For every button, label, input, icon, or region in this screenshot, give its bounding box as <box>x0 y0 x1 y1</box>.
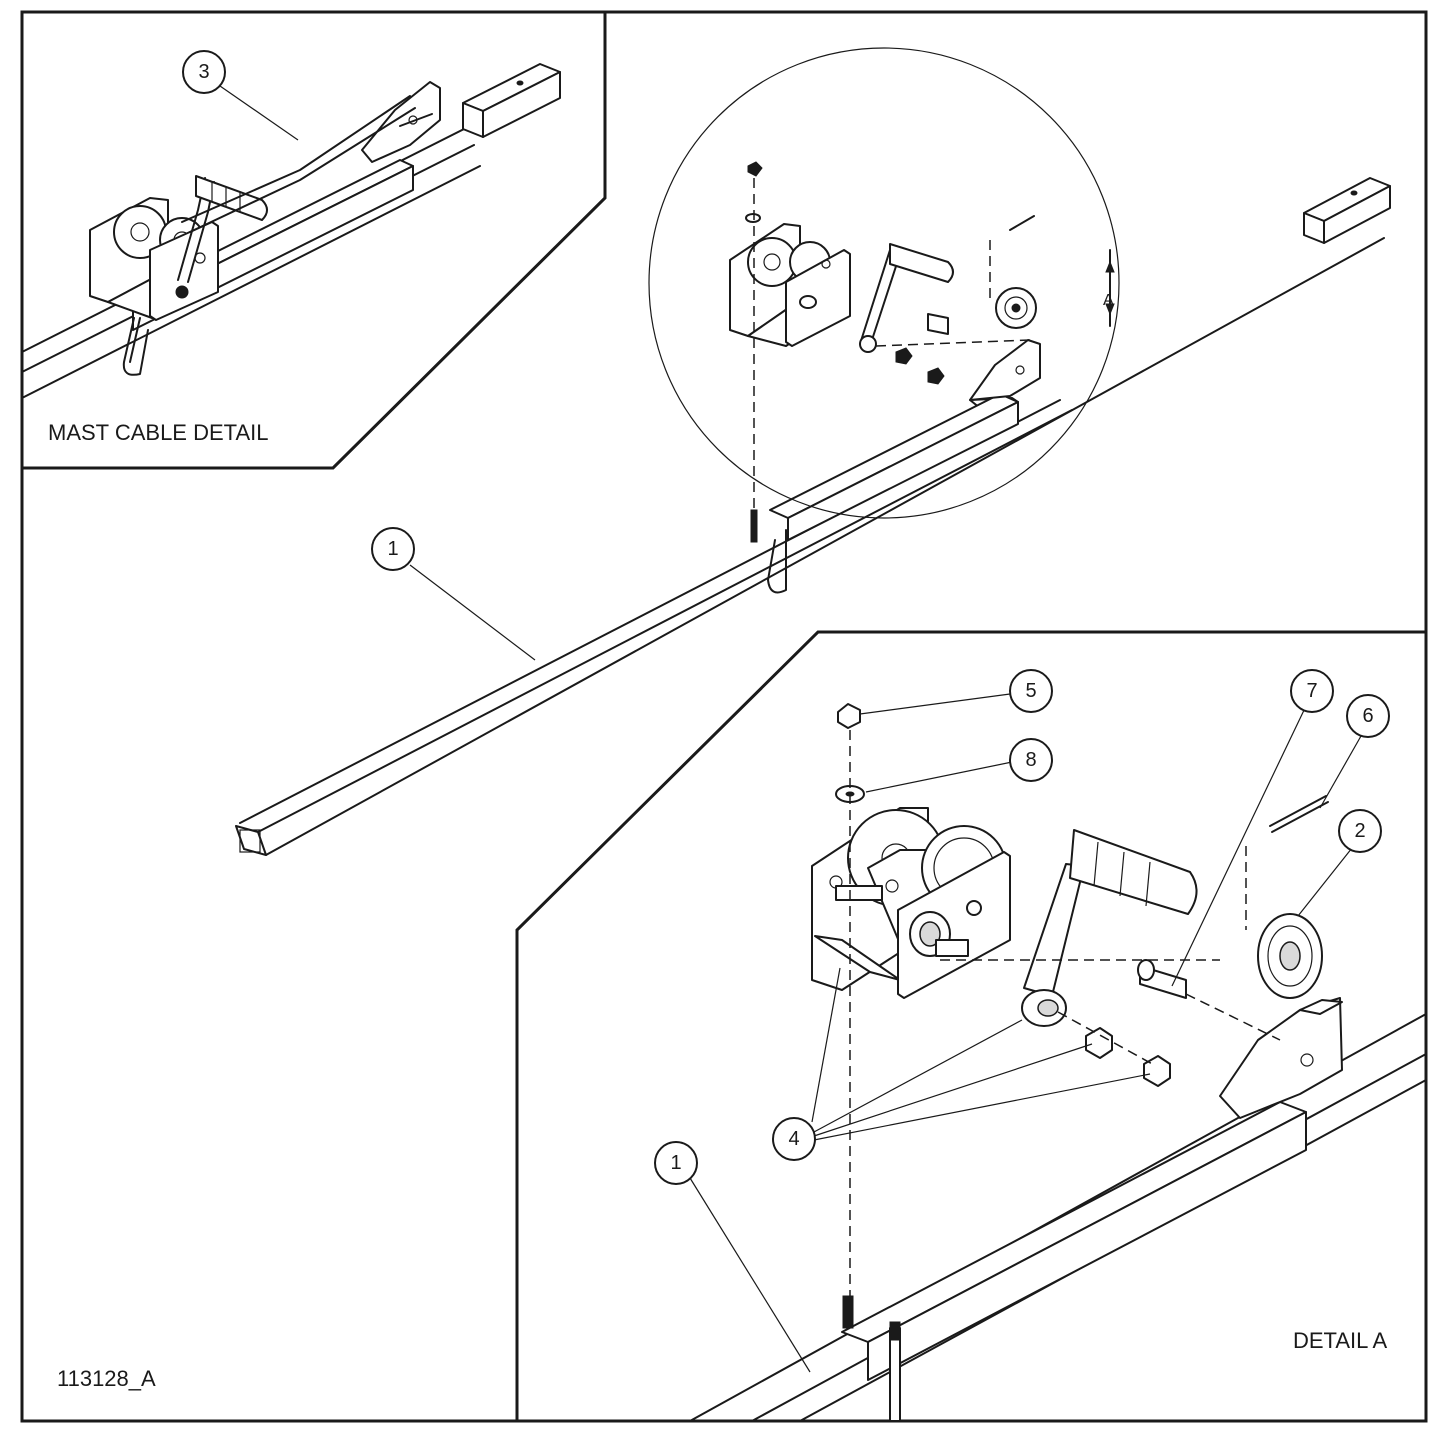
callout-2-number: 2 <box>1354 820 1365 842</box>
detail-a-circle <box>648 47 1120 519</box>
callout-7-bubble <box>1290 669 1334 713</box>
callout-3: 3 <box>182 50 299 141</box>
mast-cable-detail-view: MAST CABLE DETAIL <box>21 63 561 445</box>
mast-cable-detail-panel-border <box>22 12 607 470</box>
callout-5-number: 5 <box>1025 680 1036 702</box>
callout-4-bubble <box>772 1117 816 1161</box>
detail-a-panel-border <box>515 630 1426 1421</box>
callout-1-main-bubble <box>371 527 415 571</box>
callout-6-number: 6 <box>1362 705 1373 727</box>
outer-border <box>20 10 1428 1423</box>
section-marker-a: A <box>1103 292 1114 309</box>
callout-1-main-number: 1 <box>387 538 398 560</box>
callout-5-bubble <box>1009 669 1053 713</box>
svg-text:3: 3 <box>198 61 209 83</box>
detail-a-title: DETAIL A <box>1293 1328 1387 1353</box>
callout-2-bubble <box>1338 809 1382 853</box>
callout-1-detail-number: 1 <box>670 1152 681 1174</box>
main-assembly-view: A 1 <box>235 47 1391 856</box>
callout-7-number: 7 <box>1306 680 1317 702</box>
callout-4-number: 4 <box>788 1128 799 1150</box>
detail-a-view: 5 8 7 6 2 4 1 DETAIL A <box>654 669 1427 1422</box>
callout-6-bubble <box>1346 694 1390 738</box>
callout-1-detail-bubble <box>654 1141 698 1185</box>
callout-8-bubble <box>1009 738 1053 782</box>
drawing-number: 113128_A <box>57 1366 156 1391</box>
callout-8-number: 8 <box>1025 749 1036 771</box>
mast-cable-detail-title: MAST CABLE DETAIL <box>48 420 268 445</box>
